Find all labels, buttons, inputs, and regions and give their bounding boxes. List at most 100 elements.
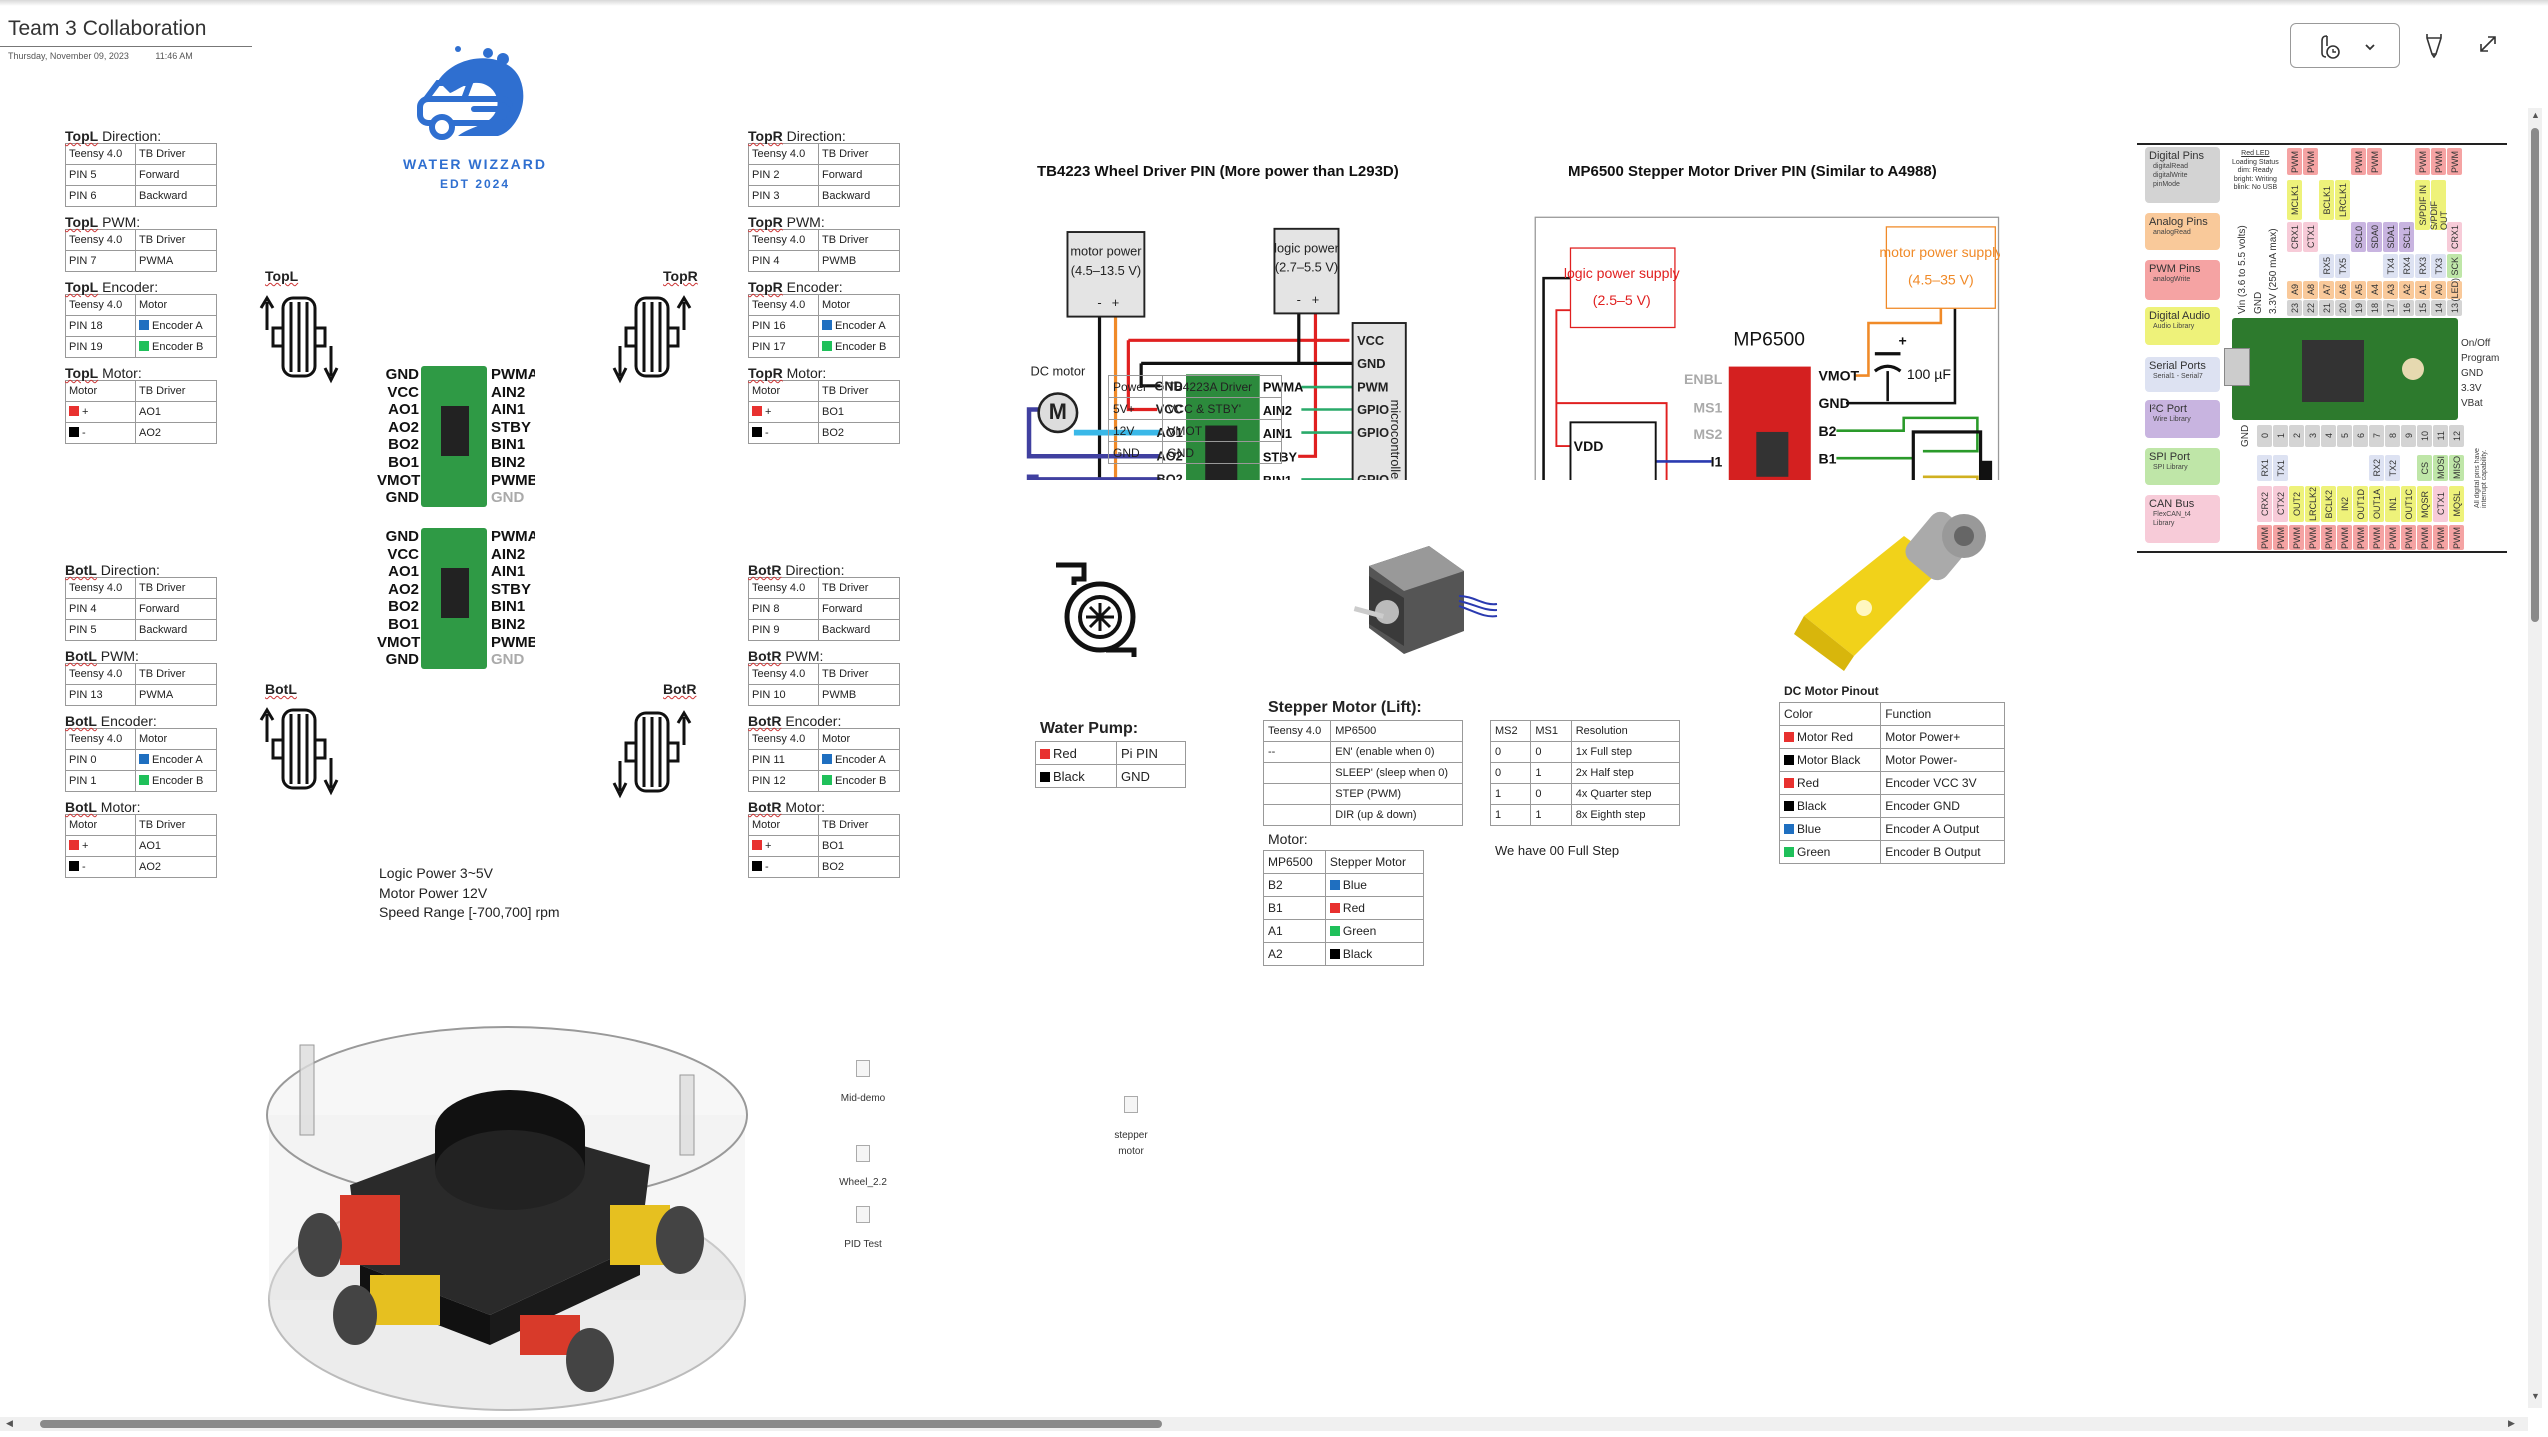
file-icon[interactable]: [856, 1145, 870, 1162]
pin-text: PWM: [2433, 150, 2444, 173]
pin-pin-label: 18: [2367, 300, 2382, 316]
diagram-label: GND: [1818, 395, 1849, 411]
color-swatch: [139, 754, 149, 764]
pin-analog-label: A1: [2415, 281, 2430, 299]
cell-text: PIN 3: [752, 190, 780, 202]
table-cell: PIN 3: [748, 185, 819, 207]
scroll-up-arrow[interactable]: ▲: [2531, 110, 2540, 120]
table-cell: MP6500: [1330, 720, 1463, 742]
cell-text: Teensy 4.0: [1268, 725, 1322, 737]
pin-pwm-label: PWM: [2321, 525, 2336, 550]
scroll-left-arrow[interactable]: ◀: [6, 1418, 13, 1428]
table-cell: VMOT: [1162, 419, 1282, 442]
table-cell: Blue: [1778, 817, 1882, 841]
table-cell: PIN 4: [65, 598, 136, 620]
table-cell: PIN 19: [65, 336, 136, 358]
diagram-label: logic power supply: [1564, 265, 1681, 281]
table-header-row: Teensy 4.0 MP6500: [1262, 720, 1463, 742]
table-row: +BO1: [748, 835, 900, 857]
pin-can-label: CTX2: [2273, 486, 2288, 522]
cell-text: AO1: [139, 406, 162, 418]
cell-text: PWMB: [822, 255, 857, 267]
table-cell: +: [748, 835, 819, 857]
legend-title: I²C Port: [2149, 403, 2187, 415]
page-title[interactable]: Team 3 Collaboration: [8, 17, 207, 40]
table-cell: 1: [1489, 783, 1532, 805]
cell-text: Green: [1342, 924, 1377, 938]
cell-text: 1: [1495, 788, 1502, 800]
file-icon[interactable]: [1124, 1096, 1138, 1113]
vertical-scrollbar[interactable]: ▲ ▼: [2528, 108, 2542, 1408]
scroll-right-arrow[interactable]: ▶: [2508, 1418, 2515, 1428]
pin-text: 6: [2355, 433, 2366, 439]
pin-label: BO1: [388, 615, 419, 633]
table-cell: Motor: [135, 294, 217, 316]
table-row: +AO1: [65, 401, 217, 423]
pin-analog-label: A2: [2399, 281, 2414, 299]
pin-pwm-label: PWM: [2287, 148, 2302, 175]
cell-text: 1x Full step: [1575, 746, 1632, 758]
table-cell: [1262, 783, 1332, 805]
table-cell: TB Driver: [135, 229, 217, 251]
logo-subtitle: EDT 2024: [439, 177, 511, 191]
table-cell: PIN 5: [65, 164, 136, 186]
horizontal-scroll-thumb[interactable]: [40, 1420, 1162, 1428]
pin-pwm-label: PWM: [2433, 525, 2448, 550]
cell-text: GND: [1120, 768, 1150, 784]
table-cell: PIN 18: [65, 315, 136, 337]
wheel-name: TopL: [65, 128, 99, 144]
cell-text: -: [82, 427, 86, 439]
pin-i2c-label: SDA1: [2383, 222, 2398, 252]
wheel-label-botl: BotL: [265, 681, 297, 697]
diagram-label: PWM: [1357, 380, 1388, 395]
wheel-icon: [259, 707, 339, 796]
horizontal-scrollbar[interactable]: ◀ ▶: [0, 1417, 2528, 1431]
cell-text: Motor Red: [1797, 730, 1854, 744]
file-icon[interactable]: [856, 1206, 870, 1223]
table-cell: MS1: [1530, 720, 1572, 742]
pin-pin-label: 16: [2399, 300, 2414, 316]
pin-text: PWM: [2371, 526, 2382, 549]
file-icon[interactable]: [856, 1060, 870, 1077]
file-pid-test[interactable]: PID Test: [844, 1239, 882, 1250]
page-history-button[interactable]: [2290, 23, 2400, 68]
pin-text: 0: [2259, 433, 2270, 439]
pin-text: PWM: [2275, 526, 2286, 549]
led-note-line: bright: Writing: [2233, 175, 2277, 183]
pin-text: 2: [2291, 433, 2302, 439]
pin-pin-label: 4: [2321, 425, 2336, 447]
table-cell: Forward: [818, 598, 900, 620]
pin-text: 20: [2337, 302, 2348, 313]
cell-text: Encoder A: [152, 320, 203, 332]
pin-label: PWMB: [491, 471, 535, 489]
table-cell: BO2: [818, 856, 900, 878]
table-cell: Encoder B: [135, 770, 217, 792]
vertical-scroll-thumb[interactable]: [2531, 128, 2539, 622]
mp6500-diagram: logic power supply(2.5–5 V)motor power s…: [1534, 216, 2000, 480]
file-stepper-motor[interactable]: stepper motor: [1114, 1130, 1148, 1157]
pin-text: MCLK1: [2289, 184, 2300, 215]
expand-icon[interactable]: [2477, 33, 2499, 55]
wheel-icon: [612, 295, 692, 384]
table-row: +AO1: [65, 835, 217, 857]
file-wheel-2-2[interactable]: Wheel_2.2: [839, 1177, 887, 1188]
table-cell: AO1: [135, 401, 217, 423]
pin-text: OUT2: [2291, 491, 2302, 516]
section-title: Direction:: [102, 128, 162, 144]
diagram-label: -: [1297, 292, 1301, 307]
scroll-down-arrow[interactable]: ▼: [2531, 1391, 2540, 1401]
pin-label: GND: [385, 489, 419, 507]
file-mid-demo[interactable]: Mid-demo: [840, 1093, 886, 1104]
cell-text: PIN 4: [69, 603, 97, 615]
cell-text: PIN 17: [752, 341, 786, 353]
cell-text: PIN 19: [69, 341, 103, 353]
cell-text: PIN 5: [69, 624, 97, 636]
pen-icon[interactable]: [2424, 32, 2444, 58]
